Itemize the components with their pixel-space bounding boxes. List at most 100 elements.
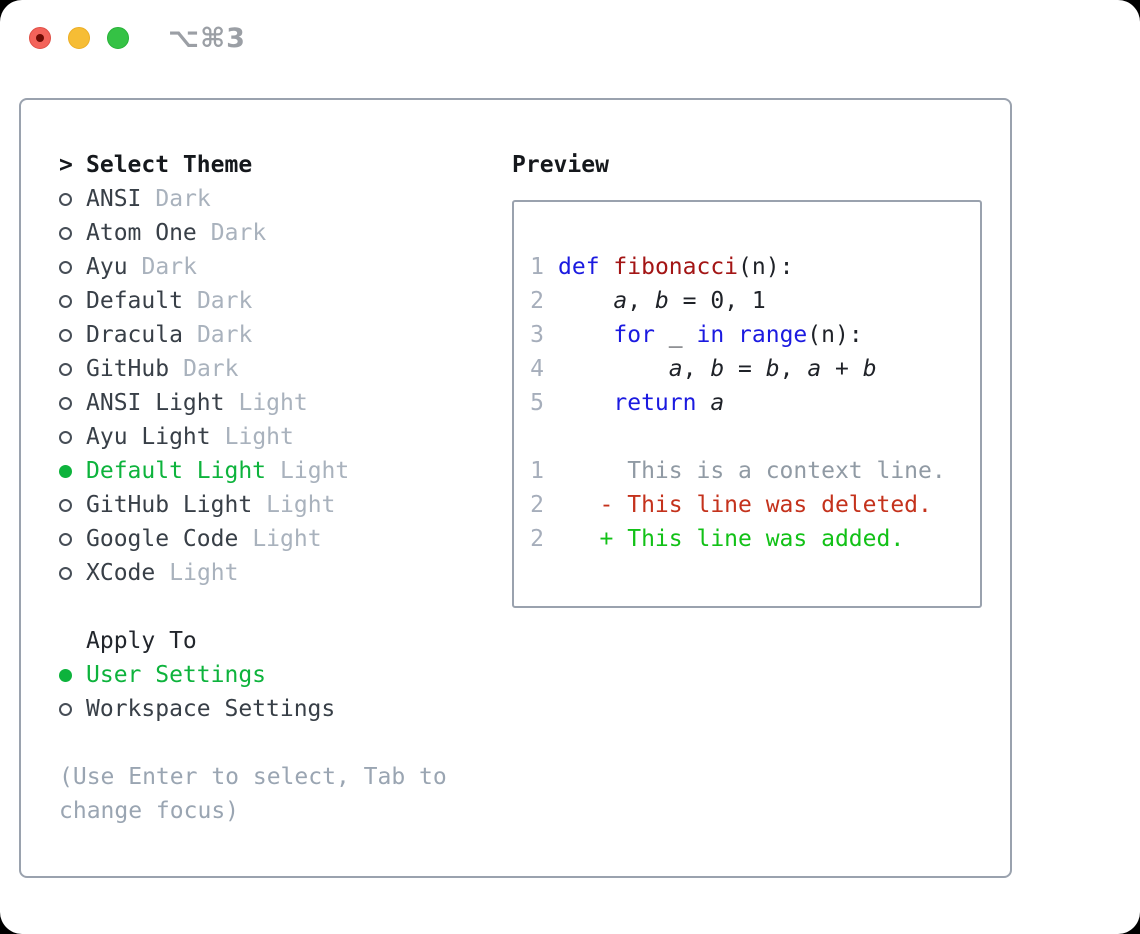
line-number: 2 xyxy=(530,526,544,552)
radio-unselected-icon xyxy=(59,396,86,410)
code-line: 2 a, b = 0, 1 xyxy=(530,284,980,318)
radio-unselected-icon xyxy=(59,260,86,274)
theme-variant-tag: Light xyxy=(266,492,336,518)
theme-variant-tag: Light xyxy=(238,390,308,416)
code-text: return a xyxy=(613,390,725,416)
theme-variant-tag: Dark xyxy=(141,254,197,280)
line-number: 5 xyxy=(530,390,544,416)
preview-title: Preview xyxy=(512,152,609,178)
prompt-caret-icon: > xyxy=(59,152,73,178)
theme-option[interactable]: GitHub Dark xyxy=(59,352,504,386)
code-text: def fibonacci(n): xyxy=(558,254,794,280)
code-text: This is a context line. xyxy=(558,458,946,484)
code-line: 1 This is a context line. xyxy=(530,454,980,488)
apply-to-option[interactable]: Workspace Settings xyxy=(59,692,504,726)
code-line: 1 def fibonacci(n): xyxy=(530,250,980,284)
radio-unselected-icon xyxy=(59,226,86,240)
spacer xyxy=(59,590,504,624)
code-line: 4 a, b = b, a + b xyxy=(530,352,980,386)
line-number: 3 xyxy=(530,322,544,348)
keyboard-hint: (Use Enter to select, Tab to change focu… xyxy=(59,764,447,824)
theme-name: GitHub xyxy=(86,356,170,382)
code-text: a, b = 0, 1 xyxy=(613,288,766,314)
line-number: 1 xyxy=(530,458,544,484)
theme-name: Default Light xyxy=(86,458,267,484)
radio-unselected-icon xyxy=(59,294,86,308)
radio-unselected-icon xyxy=(59,192,86,206)
code-text: - This line was deleted. xyxy=(558,492,932,518)
theme-name: GitHub Light xyxy=(86,492,253,518)
minimize-button[interactable] xyxy=(68,27,90,49)
theme-variant-tag: Dark xyxy=(155,186,211,212)
radio-unselected-icon xyxy=(59,566,86,580)
theme-name: Ayu xyxy=(86,254,128,280)
theme-name: ANSI Light xyxy=(86,390,225,416)
theme-variant-tag: Dark xyxy=(210,220,267,246)
window-title-shortcut: ⌥⌘3 xyxy=(168,22,246,54)
theme-option[interactable]: XCode Light xyxy=(59,556,504,590)
line-number: 2 xyxy=(530,492,544,518)
line-number: 4 xyxy=(530,356,544,382)
code-text: + This line was added. xyxy=(558,526,905,552)
apply-to-label: User Settings xyxy=(86,662,267,688)
code-line: 3 for _ in range(n): xyxy=(530,318,980,352)
theme-variant-tag: Light xyxy=(252,526,322,552)
code-text: a, b = b, a + b xyxy=(668,356,877,382)
theme-variant-tag: Dark xyxy=(196,288,253,314)
select-theme-header-row: > Select Theme xyxy=(59,148,504,182)
titlebar: ⌥⌘3 xyxy=(29,23,246,54)
theme-variant-tag: Dark xyxy=(183,356,239,382)
zoom-button[interactable] xyxy=(107,27,129,49)
theme-variant-tag: Dark xyxy=(196,322,253,348)
apply-to-header-row: Apply To xyxy=(59,624,504,658)
theme-option[interactable]: ANSI Dark xyxy=(59,182,504,216)
theme-name: Ayu Light xyxy=(86,424,211,450)
radio-unselected-icon xyxy=(59,532,86,546)
theme-name: Default xyxy=(86,288,183,314)
theme-variant-tag: Light xyxy=(280,458,350,484)
theme-option[interactable]: Default Light Light xyxy=(59,454,504,488)
radio-unselected-icon xyxy=(59,430,86,444)
theme-option[interactable]: Ayu Dark xyxy=(59,250,504,284)
radio-unselected-icon xyxy=(59,702,86,716)
theme-name: Atom One xyxy=(86,220,197,246)
apply-to-label: Workspace Settings xyxy=(86,696,336,722)
code-line: 2 + This line was added. xyxy=(530,522,980,556)
code-line: 2 - This line was deleted. xyxy=(530,488,980,522)
radio-unselected-icon xyxy=(59,498,86,512)
radio-unselected-icon xyxy=(59,362,86,376)
line-number xyxy=(530,420,544,454)
code-text: for _ in range(n): xyxy=(613,322,863,348)
code-blank-line xyxy=(530,420,980,454)
theme-option[interactable]: Atom One Dark xyxy=(59,216,504,250)
apply-to-title: Apply To xyxy=(86,628,197,654)
theme-name: XCode xyxy=(86,560,156,586)
theme-option[interactable]: Default Dark xyxy=(59,284,504,318)
radio-selected-icon xyxy=(59,668,86,682)
theme-variant-tag: Light xyxy=(169,560,239,586)
code-line: 5 return a xyxy=(530,386,980,420)
theme-option[interactable]: Dracula Dark xyxy=(59,318,504,352)
theme-variant-tag: Light xyxy=(224,424,294,450)
select-theme-title: Select Theme xyxy=(86,152,253,178)
radio-unselected-icon xyxy=(59,328,86,342)
theme-option[interactable]: Ayu Light Light xyxy=(59,420,504,454)
theme-option[interactable]: ANSI Light Light xyxy=(59,386,504,420)
line-number: 1 xyxy=(530,254,544,280)
theme-name: ANSI xyxy=(86,186,142,212)
theme-option[interactable]: Google Code Light xyxy=(59,522,504,556)
radio-selected-icon xyxy=(59,464,86,478)
theme-name: Google Code xyxy=(86,526,239,552)
theme-name: Dracula xyxy=(86,322,183,348)
line-number: 2 xyxy=(530,288,544,314)
close-button[interactable] xyxy=(29,27,51,49)
apply-to-option[interactable]: User Settings xyxy=(59,658,504,692)
prompt-marker: > xyxy=(59,148,86,182)
theme-option[interactable]: GitHub Light Light xyxy=(59,488,504,522)
